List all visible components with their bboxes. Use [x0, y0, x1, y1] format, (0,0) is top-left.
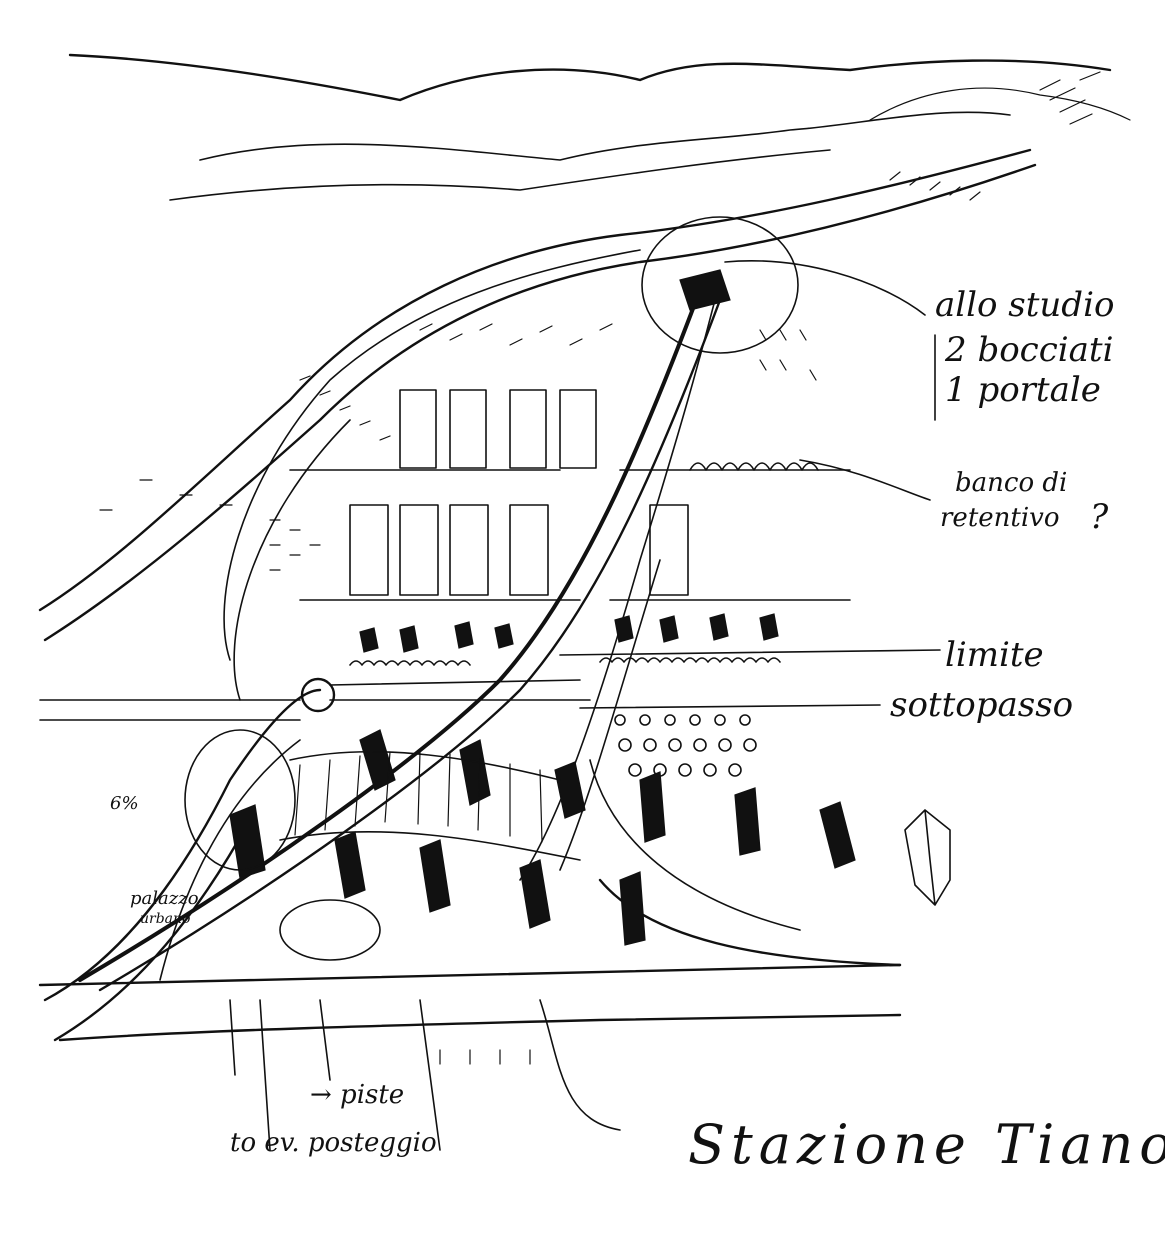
label-piste: → piste [310, 1080, 405, 1110]
main-road-curves [38, 148, 1037, 701]
mountain-ridges [68, 53, 1131, 201]
label-limite: limite [945, 635, 1044, 675]
note-1-portale: 1 portale [945, 370, 1101, 410]
label-slope: 6% [110, 793, 139, 814]
roundabout [300, 677, 336, 713]
curved-canopy [279, 750, 581, 861]
isometric-pavilion [904, 809, 951, 906]
note-question-mark: ? [1090, 497, 1109, 537]
dark-tower-blocks [229, 729, 856, 946]
label-palazzo: palazzo [130, 888, 199, 909]
station-block-top [679, 269, 731, 311]
oval-plaza-left [184, 729, 296, 871]
note-allo-studio: allo studio [935, 285, 1115, 325]
note-banco-di: banco di [955, 468, 1068, 498]
horizontal-roads [38, 469, 902, 1042]
lower-road-loop [43, 688, 902, 1042]
label-parcheggio: to ev. posteggio [230, 1128, 437, 1158]
label-urbano: urbano [140, 911, 191, 927]
signature-title: Stazione Tiano [688, 1113, 1165, 1176]
oval-plaza-bottom [279, 899, 381, 961]
upper-building-row [349, 389, 689, 596]
mountain-shading [889, 71, 1101, 201]
label-sottopasso: sottopasso [890, 685, 1074, 725]
central-spine [78, 279, 722, 992]
facade-row [349, 462, 819, 666]
terrain-marks [99, 323, 817, 1065]
note-retentivo: retentivo [940, 503, 1060, 533]
leader-lines [229, 260, 941, 1151]
tree-grid [614, 714, 757, 777]
station-circle-top [641, 216, 799, 354]
note-2-bocciati: 2 bocciati [945, 330, 1114, 370]
